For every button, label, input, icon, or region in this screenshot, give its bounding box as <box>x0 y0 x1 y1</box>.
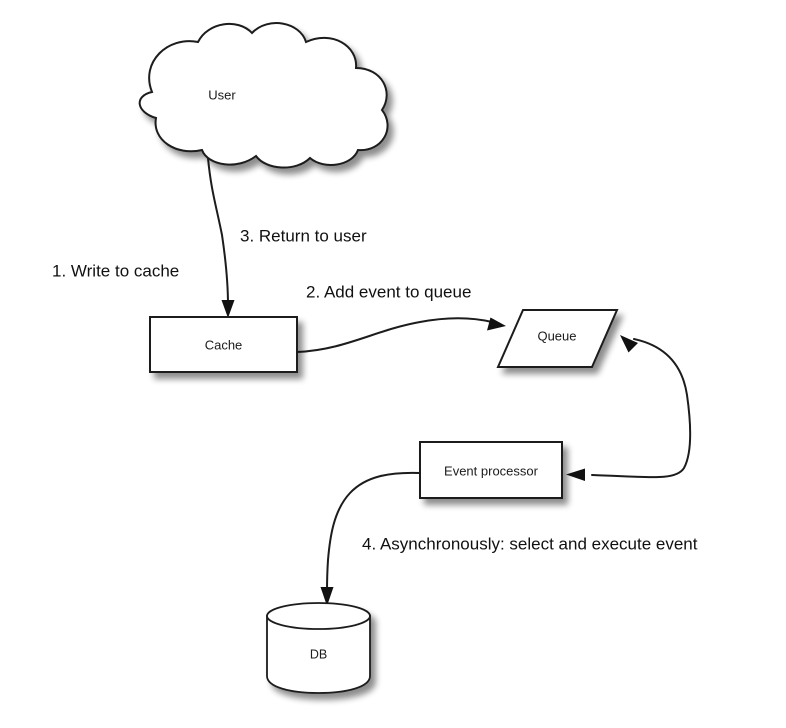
edge-queue-processor-loop <box>566 335 692 481</box>
node-event-processor-label: Event processor <box>444 463 539 478</box>
edge-label-step3: 3. Return to user <box>240 226 367 245</box>
node-cache[interactable]: Cache <box>149 316 298 373</box>
edge-loop-arrowhead-processor <box>566 468 585 481</box>
user-cloud-shape <box>138 22 389 169</box>
edge-label-step1: 1. Write to cache <box>52 261 179 280</box>
edge-cache-to-queue-arrowhead <box>487 317 506 331</box>
node-user[interactable]: User <box>138 22 389 169</box>
db-cylinder-top <box>266 602 371 630</box>
edge-cache-to-queue-path <box>296 317 493 353</box>
node-db-label: DB <box>310 647 327 661</box>
node-queue-label: Queue <box>537 328 576 343</box>
edge-cache-to-queue <box>296 317 506 353</box>
edge-processor-to-db <box>320 471 421 606</box>
node-user-label: User <box>208 87 236 102</box>
edge-processor-to-db-path <box>326 471 421 593</box>
node-event-processor[interactable]: Event processor <box>419 441 563 499</box>
queue-parallelogram-shape <box>496 309 619 368</box>
edge-user-to-cache <box>207 157 235 318</box>
edge-label-step2: 2. Add event to queue <box>306 282 471 301</box>
event-processor-rect-shape <box>419 441 563 499</box>
edge-queue-processor-loop-path <box>591 338 692 479</box>
db-cylinder-body <box>266 615 371 694</box>
node-cache-label: Cache <box>205 337 243 352</box>
edge-label-step4: 4. Asynchronously: select and execute ev… <box>362 534 698 553</box>
node-queue[interactable]: Queue <box>496 309 619 368</box>
edge-processor-to-db-arrowhead <box>320 587 334 606</box>
edge-loop-arrowhead-queue <box>620 335 638 353</box>
cache-rect-shape <box>149 316 298 373</box>
edge-user-to-cache-arrowhead <box>221 300 235 318</box>
node-db[interactable]: DB <box>266 602 371 694</box>
edge-user-to-cache-path <box>207 157 229 306</box>
